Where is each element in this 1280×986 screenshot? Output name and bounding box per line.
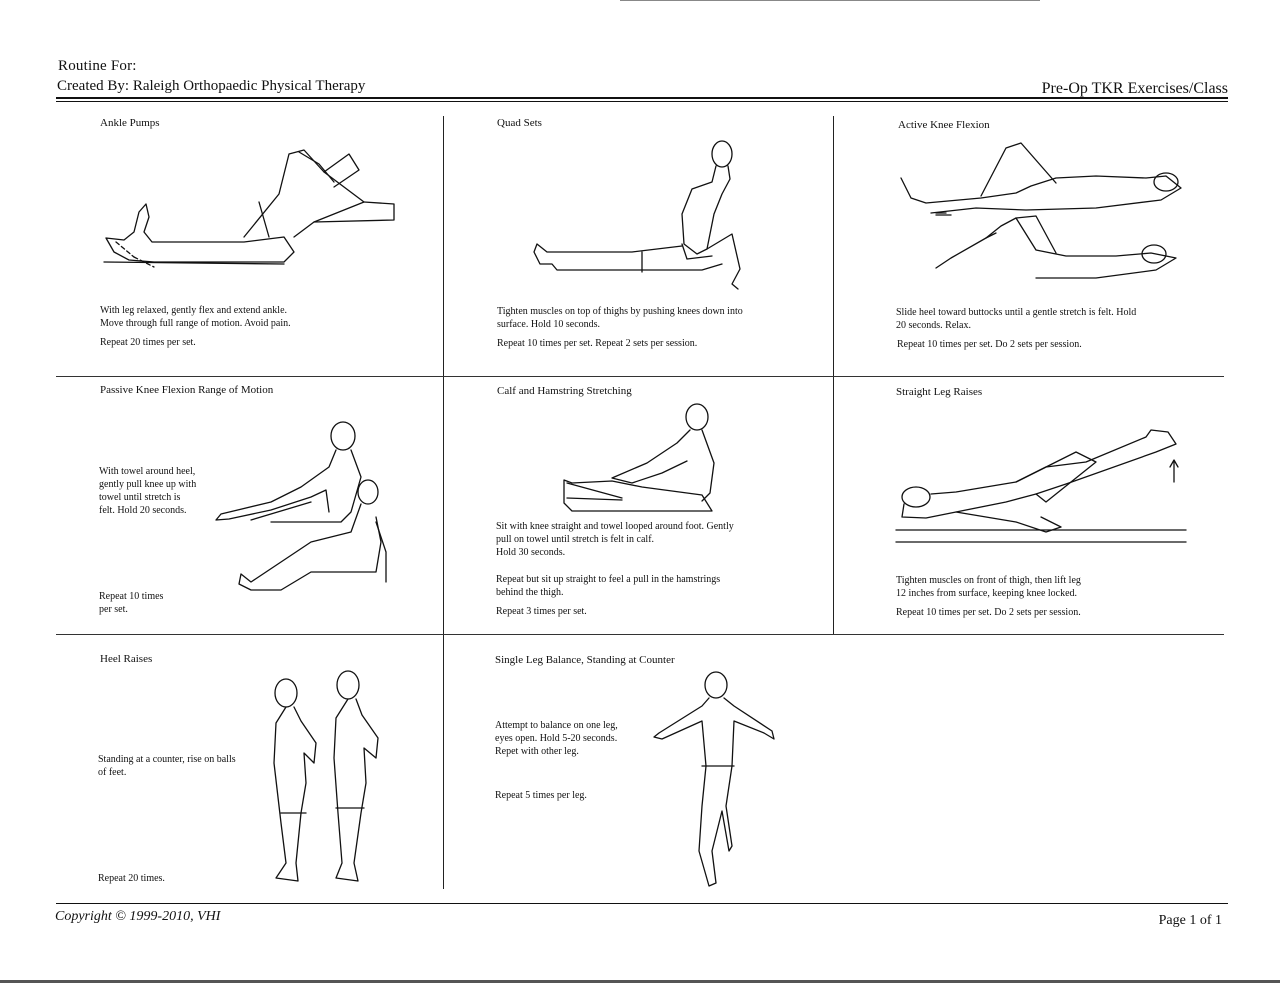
exercise-card-straight-leg-raises: Straight Leg Raises Tighten muscles on f…: [834, 377, 1224, 634]
row-divider-2: [56, 634, 1224, 635]
exercise-title: Straight Leg Raises: [896, 386, 983, 398]
page-number: Page 1 of 1: [1158, 913, 1222, 928]
exercise-description: Tighten muscles on front of thigh, then …: [896, 575, 1081, 599]
exercise-card-passive-knee-flexion: Passive Knee Flexion Range of Motion Wit…: [56, 377, 443, 634]
created-by-label: Created By: Raleigh Orthopaedic Physical…: [57, 78, 366, 94]
exercise-title: Quad Sets: [497, 117, 542, 129]
single-leg-balance-illustration: [653, 671, 775, 887]
row-divider-1: [56, 376, 1224, 377]
exercise-description: Attempt to balance on one leg, eyes open…: [495, 720, 618, 757]
exercise-card-active-knee-flexion: Active Knee Flexion Slide heel toward bu…: [834, 102, 1224, 376]
exercise-repeat: Repeat 20 times.: [98, 873, 165, 884]
header-rule: [56, 97, 1228, 99]
exercise-description: Standing at a counter, rise on balls of …: [98, 754, 236, 778]
quad-sets-illustration: [533, 140, 741, 290]
straight-leg-raises-illustration: [895, 429, 1187, 543]
scan-edge-bottom: [0, 980, 1280, 983]
grid-divider-2: [833, 116, 834, 635]
exercise-repeat: Repeat 10 times per set. Do 2 sets per s…: [897, 339, 1082, 350]
exercise-repeat: Repeat 10 times per set. Do 2 sets per s…: [896, 607, 1081, 618]
header-rule-thin: [56, 101, 1228, 102]
exercise-repeat: Repeat 3 times per set.: [496, 606, 587, 617]
copyright-notice: Copyright © 1999-2010, VHI: [55, 909, 221, 924]
passive-knee-flexion-illustration: [215, 421, 387, 591]
exercise-title: Ankle Pumps: [100, 117, 160, 129]
exercise-card-calf-hamstring: Calf and Hamstring Stretching Sit with k…: [444, 377, 833, 634]
exercise-repeat: Repeat 20 times per set.: [100, 337, 196, 348]
exercise-description: Sit with knee straight and towel looped …: [496, 521, 734, 558]
exercise-title: Active Knee Flexion: [898, 119, 990, 131]
exercise-description: Tighten muscles on top of thighs by push…: [497, 306, 743, 330]
exercise-title: Passive Knee Flexion Range of Motion: [100, 384, 274, 396]
exercise-title: Single Leg Balance, Standing at Counter: [495, 654, 675, 666]
exercise-card-single-leg-balance: Single Leg Balance, Standing at Counter …: [444, 635, 833, 890]
exercise-card-quad-sets: Quad Sets Tighten muscles on top of thig…: [444, 102, 833, 376]
exercise-repeat: Repeat 10 times per set. Repeat 2 sets p…: [497, 338, 698, 349]
active-knee-flexion-illustration: [900, 142, 1182, 279]
grid-divider-1: [443, 116, 444, 889]
exercise-description: With towel around heel, gently pull knee…: [99, 466, 197, 516]
exercise-description: With leg relaxed, gently flex and extend…: [100, 305, 291, 329]
exercise-description-2: Repeat but sit up straight to feel a pul…: [496, 574, 721, 598]
calf-hamstring-illustration: [563, 403, 715, 512]
footer-rule: [56, 903, 1228, 904]
scan-edge-top: [620, 0, 1040, 1]
exercise-title: Calf and Hamstring Stretching: [497, 385, 632, 397]
exercise-title: Heel Raises: [100, 653, 153, 665]
routine-label: Routine For:: [58, 58, 137, 74]
exercise-card-heel-raises: Heel Raises Standing at a counter, rise …: [56, 635, 443, 890]
exercise-card-ankle-pumps: Ankle Pumps With leg relaxed, gently fle…: [56, 102, 443, 376]
heel-raises-illustration: [273, 670, 379, 882]
page-title: Pre-Op TKR Exercises/Class: [1041, 80, 1228, 97]
exercise-repeat: Repeat 10 times per set.: [99, 591, 164, 615]
exercise-repeat: Repeat 5 times per leg.: [495, 790, 587, 801]
ankle-pumps-illustration: [103, 149, 395, 268]
exercise-description: Slide heel toward buttocks until a gentl…: [896, 307, 1137, 331]
